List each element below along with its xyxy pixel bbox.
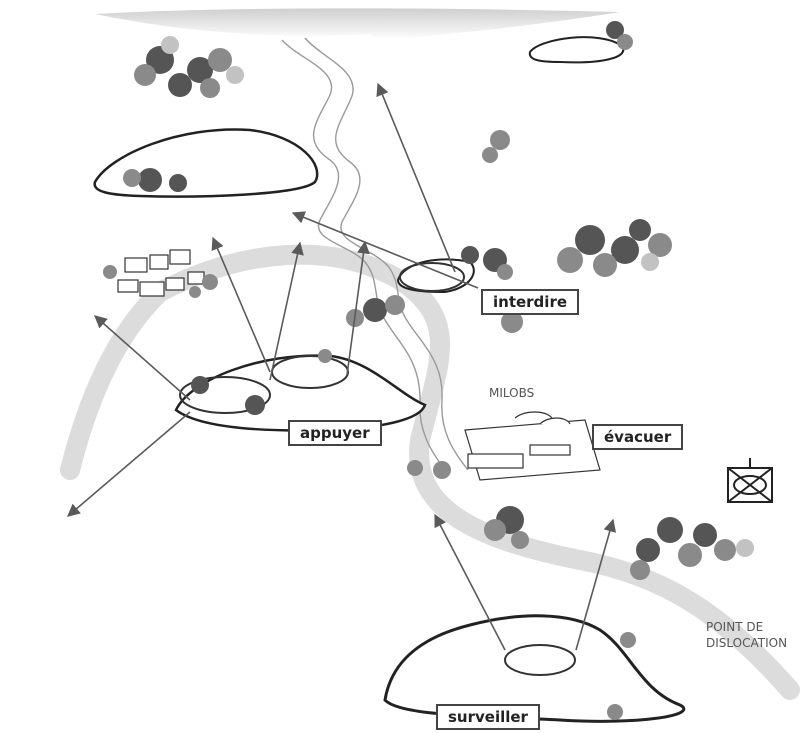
river bbox=[281, 37, 469, 471]
horizon-band bbox=[95, 8, 620, 40]
mission-arrows bbox=[67, 82, 617, 651]
label-dislocation-line1: POINT DE bbox=[706, 620, 764, 634]
hill-upper-left bbox=[93, 128, 319, 198]
label-surveiller: surveiller bbox=[436, 704, 540, 730]
label-milobs: MILOBS bbox=[489, 386, 535, 400]
label-dislocation-line2: DISLOCATION bbox=[706, 636, 788, 650]
main-route bbox=[60, 244, 800, 700]
tree-clusters bbox=[123, 21, 754, 720]
milobs-camp bbox=[464, 411, 601, 481]
label-interdire: interdire bbox=[481, 289, 580, 315]
label-appuyer: appuyer bbox=[288, 420, 382, 446]
hill-upper-right bbox=[528, 36, 625, 64]
unit-symbol-icon bbox=[727, 458, 773, 503]
label-evacuer: évacuer bbox=[592, 424, 684, 450]
village bbox=[117, 249, 205, 297]
